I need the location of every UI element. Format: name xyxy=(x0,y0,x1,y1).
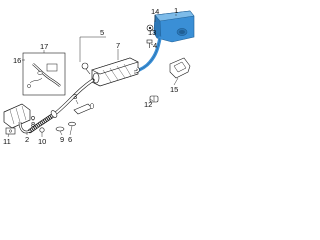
resonator-rib-3 xyxy=(116,65,126,79)
flex-pipe-flange xyxy=(50,110,58,118)
callout-4: 4 xyxy=(153,41,157,50)
center-pipe-rear-inner xyxy=(133,67,140,73)
muffler-assembly xyxy=(132,10,195,79)
callout-11: 11 xyxy=(3,137,11,146)
callout-3: 3 xyxy=(73,92,77,101)
inset-wire xyxy=(29,77,43,84)
resonator-rib-4 xyxy=(123,63,132,77)
resonator-rib-1 xyxy=(102,69,112,83)
detail-inset xyxy=(22,52,66,96)
inset-sensor xyxy=(37,71,43,75)
exhaust-parts-diagram: 14 1 13 4 5 7 17 16 15 12 3 8 9 6 2 10 1… xyxy=(0,0,200,147)
diagram-canvas: 14 1 13 4 5 7 17 16 15 12 3 8 9 6 2 10 1… xyxy=(3,6,195,146)
callout-7: 7 xyxy=(116,41,120,50)
callout-6: 6 xyxy=(68,135,72,144)
front-cat-rib-2 xyxy=(15,107,21,123)
callout-1: 1 xyxy=(174,6,178,15)
front-gasket xyxy=(39,127,45,133)
callout-12: 12 xyxy=(144,100,152,109)
callout-5: 5 xyxy=(100,28,104,37)
front-cat-body xyxy=(3,103,31,129)
hanger-rubber-top-ring xyxy=(146,24,154,32)
center-hanger-ring xyxy=(81,62,89,70)
front-pipe-assembly xyxy=(3,103,45,135)
flex-pipe-assembly xyxy=(27,110,58,134)
gasket-ring-2 xyxy=(68,121,76,127)
leader-3 xyxy=(75,99,79,105)
leader-4 xyxy=(150,43,154,46)
inset-pipe-inner xyxy=(32,63,61,87)
callout-17: 17 xyxy=(40,42,48,51)
gasket-ring xyxy=(55,126,65,132)
callout-10: 10 xyxy=(38,137,46,146)
bolt-part xyxy=(146,39,153,48)
connector-ring xyxy=(89,103,95,109)
inset-bolt xyxy=(27,84,31,88)
resonator-end xyxy=(92,72,100,84)
leader-9 xyxy=(59,130,63,136)
hanger-rubber-top xyxy=(146,24,154,32)
leader-13 xyxy=(150,28,154,32)
flex-pipe-inner xyxy=(29,114,53,133)
inset-heatshield xyxy=(46,63,58,72)
center-pipe-front-inner xyxy=(51,79,94,117)
front-cat-rib-3 xyxy=(21,105,27,121)
resonator-top xyxy=(91,57,139,75)
callout-15: 15 xyxy=(170,85,178,94)
front-cat-rib-1 xyxy=(9,109,15,125)
leader-12 xyxy=(149,98,154,102)
connector-pipe xyxy=(73,103,93,115)
leader-6 xyxy=(69,125,73,136)
muffler-outlet-inner xyxy=(179,30,185,34)
callout-8: 8 xyxy=(31,120,35,129)
front-pipe-bend-inner xyxy=(19,121,31,133)
callout-labels: 14 1 13 4 5 7 17 16 15 12 3 8 9 6 2 10 1… xyxy=(3,6,178,146)
callout-2: 2 xyxy=(25,135,29,144)
leader-5-bracket xyxy=(79,36,106,41)
center-hanger-rod xyxy=(85,68,91,75)
callout-13: 13 xyxy=(148,28,156,37)
resonator-rib-2 xyxy=(109,67,119,81)
callout-9: 9 xyxy=(60,135,64,144)
muffler-hanger-bracket xyxy=(169,57,191,79)
callout-14: 14 xyxy=(151,7,159,16)
leader-lines xyxy=(7,14,179,138)
callout-16: 16 xyxy=(13,56,21,65)
center-muffler-assembly xyxy=(50,57,140,118)
front-bracket-hole xyxy=(9,129,12,133)
front-bracket xyxy=(5,127,16,135)
leader-11 xyxy=(7,133,10,138)
leader-15 xyxy=(173,77,179,86)
hanger-rubber-top-hole xyxy=(148,26,152,30)
bolt-head xyxy=(146,39,153,44)
hanger-bracket-detail xyxy=(173,61,187,73)
